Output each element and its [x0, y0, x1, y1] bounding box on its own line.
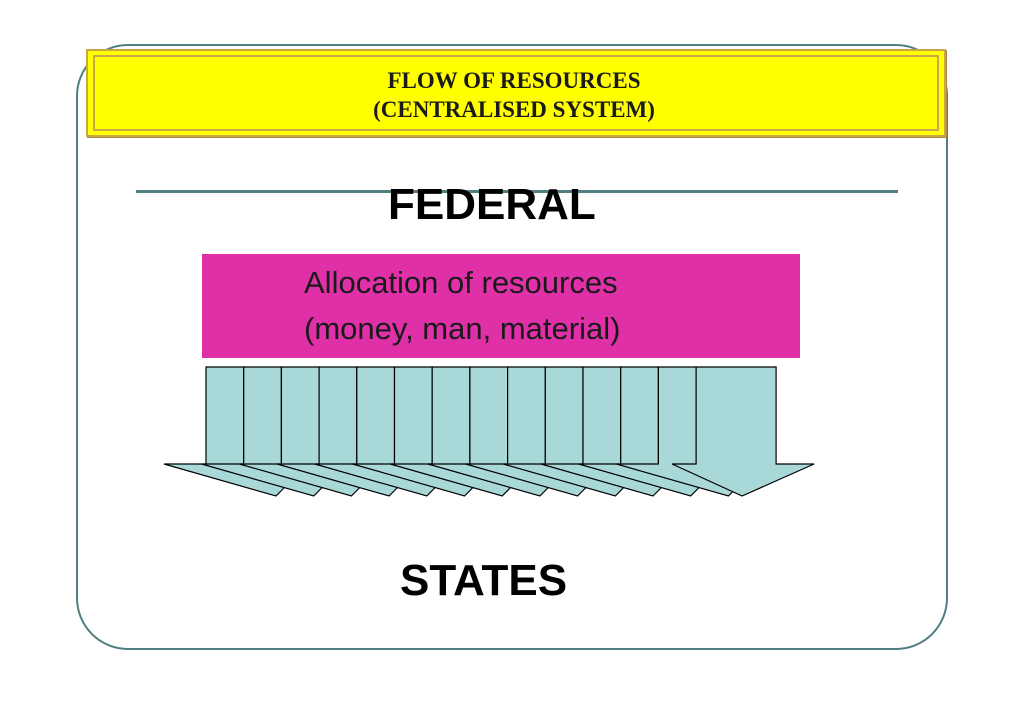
- title-banner: [86, 49, 946, 137]
- allocation-text: Allocation of resources (money, man, mat…: [304, 260, 620, 352]
- title-banner-inner-border: [93, 55, 939, 131]
- states-label: STATES: [400, 556, 568, 605]
- divider-line: [136, 190, 898, 193]
- allocation-text-line-1: Allocation of resources: [304, 265, 618, 300]
- slide-title-line-2: (CENTRALISED SYSTEM): [373, 97, 655, 122]
- slide-title: FLOW OF RESOURCES (CENTRALISED SYSTEM): [0, 66, 1024, 124]
- flow-arrow: [671, 366, 815, 497]
- allocation-text-line-2: (money, man, material): [304, 311, 621, 346]
- allocation-box: [202, 254, 800, 358]
- slide-title-line-1: FLOW OF RESOURCES: [387, 68, 641, 93]
- federal-label: FEDERAL: [388, 180, 596, 229]
